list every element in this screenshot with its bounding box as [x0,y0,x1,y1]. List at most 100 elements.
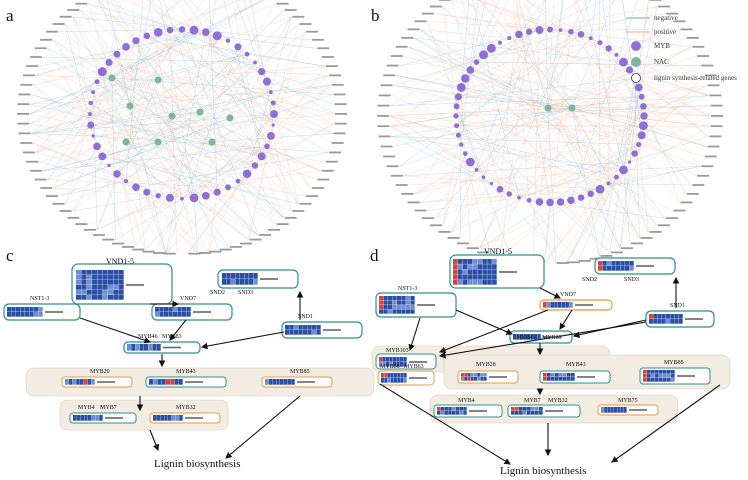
a-edge [33,84,183,199]
a-edge [135,40,329,153]
b-edge [434,13,591,39]
d-myb103-heat-cell [393,362,397,367]
d-snd3-heat-cell [602,266,607,271]
c-snd1-heat-cell [285,325,290,330]
c-myb4-heat-cell [91,415,96,421]
a-edge [129,0,152,107]
a-gene-label [93,234,105,236]
b-myb-node [486,43,496,53]
panel-label-b: b [371,6,380,25]
a-gene-label [334,122,347,125]
d-snd1-heat-cell [670,319,675,324]
c-vnd7-label: VND7 [180,296,196,302]
c-vnd15-heat-cell [108,270,114,275]
b-edge [389,107,573,117]
c-myb46-heat-cell [144,344,148,351]
d-myb58-heat-cell [394,378,397,383]
a-edge [199,0,216,113]
b-edge [414,37,624,63]
panel-label-c: c [6,246,14,265]
b-myb-node [627,160,632,164]
b-edge [408,46,573,109]
b-edge [476,0,561,31]
b-edge [500,200,572,257]
c-vnd7-heat-cell [159,307,164,312]
a-myb-node [132,37,140,45]
a-gene-label [22,74,35,77]
a-edge [125,23,299,182]
d-myb7-heat-cell [515,407,519,411]
c-arrow-nst-myb46 [79,317,152,344]
legend-lignin-swatch [631,73,641,83]
c-vnd15-heat-cell [86,275,92,280]
d-myb85-heat-cell [663,374,667,378]
c-myb85-heat-cell [272,379,276,385]
d-myb28-label: MYB28 [476,362,496,368]
b-myb-node [614,174,619,180]
a-edge [273,94,333,115]
d-nst13-heat-cell [397,305,402,310]
d-myb85-heat-cell [647,374,651,378]
c-vnd15-heat-cell [92,280,98,285]
b-edge [499,0,520,190]
a-edge [108,62,335,115]
d-myb7-heat-cell [539,411,543,415]
d-vnd15-heat-cell [487,279,492,285]
a-gene-label [22,151,35,154]
a-edge [208,102,274,252]
a-edge [90,84,331,126]
c-myb32-heat-cell [168,415,172,421]
d-myb85-gene-id [677,375,695,377]
d-myb43-heat-cell [571,373,575,377]
a-edge [43,56,213,143]
b-edge [472,0,520,198]
legend-myb-label: MYB [654,42,670,50]
b-edge [396,75,573,109]
d-myb58-heat-cell [384,378,388,383]
c-myb20-heat-cell [76,379,80,385]
a-edge [39,65,256,166]
legend-nac-swatch [631,57,641,67]
a-edge [88,3,183,30]
d-myb103-heat-cell [382,362,386,367]
a-edge [261,66,325,157]
d-myb4-heat-cell [459,407,463,411]
c-vnd15-heat-cell [118,295,124,300]
d-myb85-label: MYB85 [664,360,684,366]
d-myb28-heat-cell [474,373,477,377]
d-vnd15-label: VND1-5 [484,247,512,256]
d-snd1-label: SND1 [670,303,686,309]
b-myb-node [465,157,475,167]
c-nst13-gene-id [45,311,63,313]
a-gene-label [299,202,312,205]
b-edge [509,37,709,96]
d-arrow-myb85-lignin [611,384,721,463]
a-nac-node [108,74,116,82]
d-myb28-heat-cell [470,377,474,381]
b-myb-node [637,131,646,140]
a-gene-label [305,195,318,197]
a-myb-node [180,196,184,201]
a-gene-label [26,160,39,163]
b-myb-node [517,195,521,200]
a-edge [146,35,334,124]
d-myb103-heat-cell [403,357,407,362]
d-myb103-label: MYB103 [386,348,409,354]
a-myb-node [91,90,96,95]
b-edge [396,75,510,195]
b-gene-label [395,45,408,48]
a-gene-label [40,38,53,41]
b-myb-node [588,36,593,41]
b-edge [547,107,701,167]
d-nst13-label: NST1-3 [398,286,418,292]
d-myb4-heat-cell [440,407,445,411]
b-edge [414,107,549,195]
d-nst13-heat-cell [388,300,393,305]
c-vnd7-heat-cell [164,312,169,317]
c-vnd7-heat-cell [164,307,169,312]
c-myb20-label: MYB20 [90,369,110,375]
d-myb43-heat-cell [551,373,555,377]
a-edge [92,135,126,244]
a-edge [30,79,159,124]
